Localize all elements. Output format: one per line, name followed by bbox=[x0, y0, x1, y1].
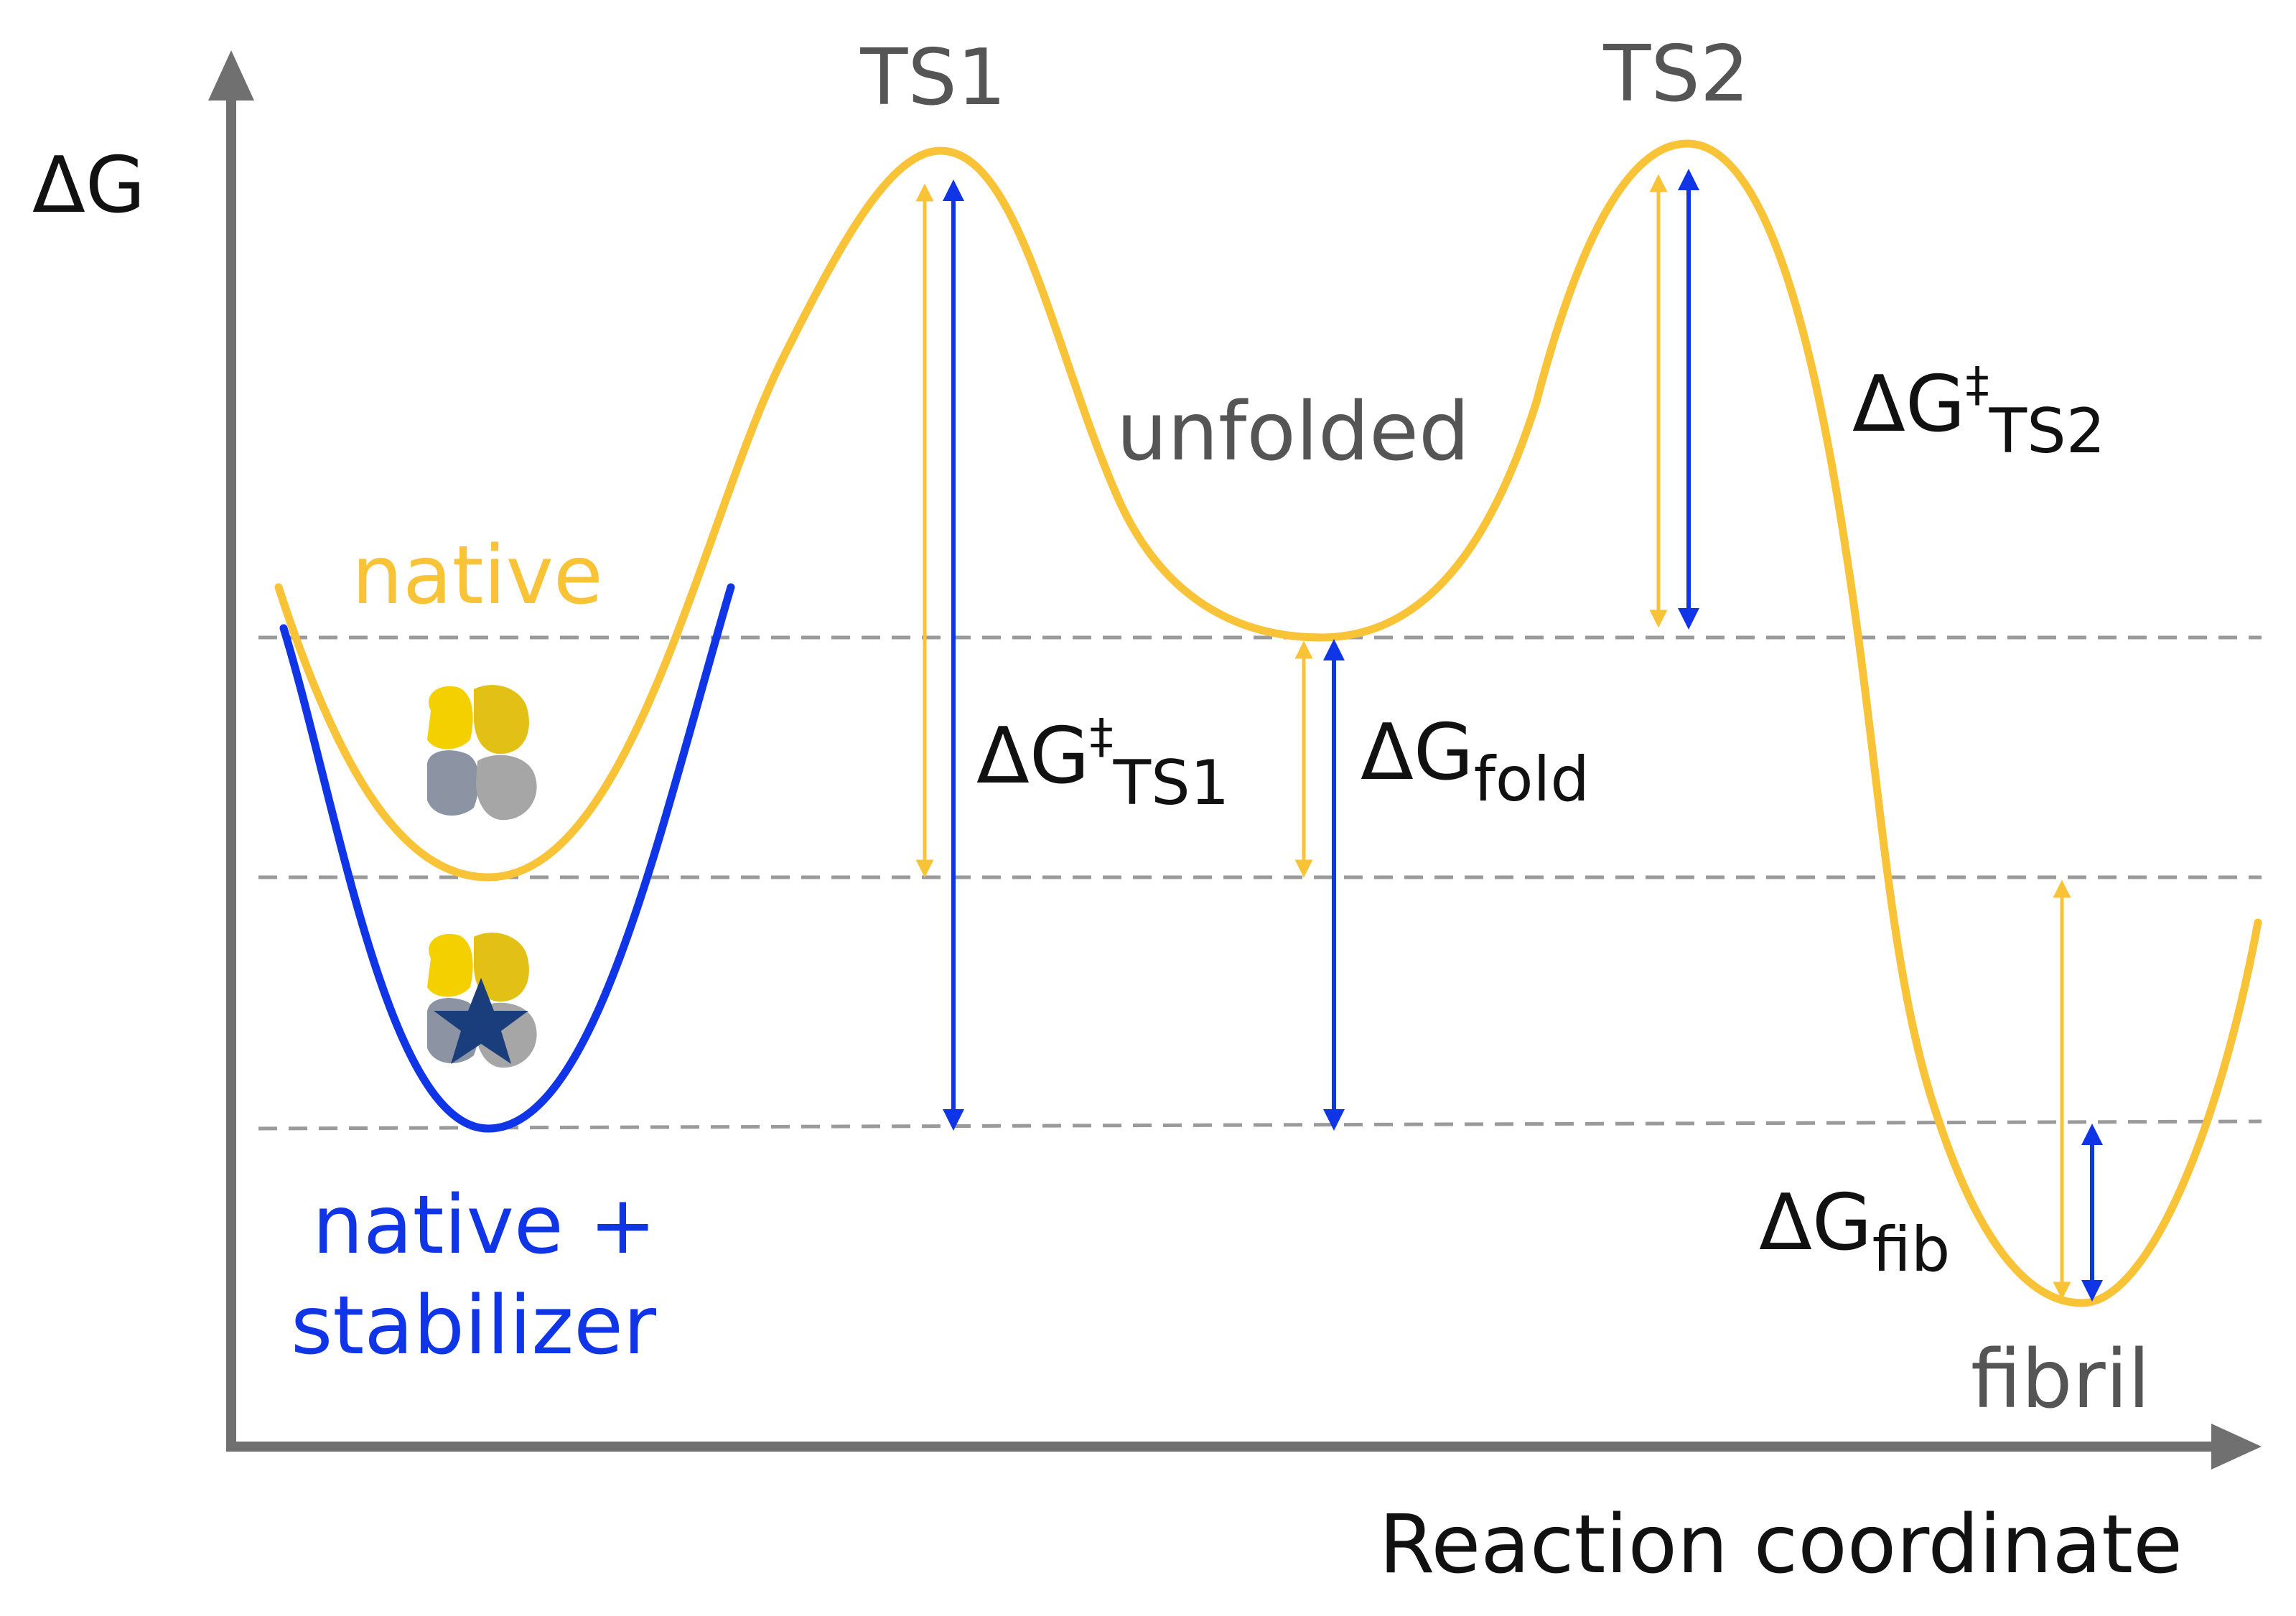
dg-ts1-ddagger: ‡ bbox=[1090, 709, 1114, 764]
y-axis-arrowhead bbox=[208, 50, 254, 101]
stabilizer-star-icon bbox=[434, 978, 528, 1064]
y-axis-label: ΔG bbox=[32, 141, 146, 230]
stabilized-protein-icon bbox=[426, 933, 537, 1068]
dg-fold-subscript: fold bbox=[1474, 744, 1590, 816]
dg-ts1-symbol: ΔG bbox=[976, 711, 1090, 801]
dg-ts2-symbol: ΔG bbox=[1852, 360, 1966, 449]
native-label: native bbox=[352, 529, 603, 622]
unfolded-label: unfolded bbox=[1116, 386, 1470, 479]
native-protein-icon bbox=[426, 685, 537, 821]
dg-ts2-label: ΔG‡TS2 bbox=[1852, 357, 2105, 467]
dg-ts1-label: ΔG‡TS1 bbox=[976, 709, 1229, 819]
ts2-label: TS2 bbox=[1602, 29, 1749, 119]
fibril-label: fibril bbox=[1971, 1333, 2150, 1426]
x-axis-label: Reaction coordinate bbox=[1379, 1498, 2183, 1592]
native-stabilizer-label-line2: stabilizer bbox=[291, 1279, 657, 1373]
dg-ts2-ddagger: ‡ bbox=[1966, 357, 1989, 412]
reference-lines bbox=[258, 635, 2262, 1131]
dg-ts1-subscript: TS1 bbox=[1113, 747, 1230, 819]
axes bbox=[208, 50, 2262, 1470]
energy-arrows bbox=[915, 169, 2103, 1302]
dg-fib-symbol: ΔG bbox=[1759, 1178, 1872, 1268]
ts1-label: TS1 bbox=[859, 33, 1006, 123]
dg-fib-subscript: fib bbox=[1872, 1214, 1951, 1286]
stabilizer-curve bbox=[279, 583, 735, 1133]
native-stabilizer-label-line1: native + bbox=[312, 1179, 656, 1272]
dg-ts2-subscript: TS2 bbox=[1989, 396, 2106, 467]
native-energy-curve bbox=[274, 139, 2262, 1307]
x-axis-arrowhead bbox=[2211, 1424, 2262, 1470]
dg-fold-label: ΔGfold bbox=[1361, 708, 1590, 816]
dg-fold-symbol: ΔG bbox=[1361, 708, 1474, 798]
dashed-line-stabilized-level bbox=[258, 1119, 2262, 1131]
dg-fib-label: ΔGfib bbox=[1759, 1178, 1950, 1286]
